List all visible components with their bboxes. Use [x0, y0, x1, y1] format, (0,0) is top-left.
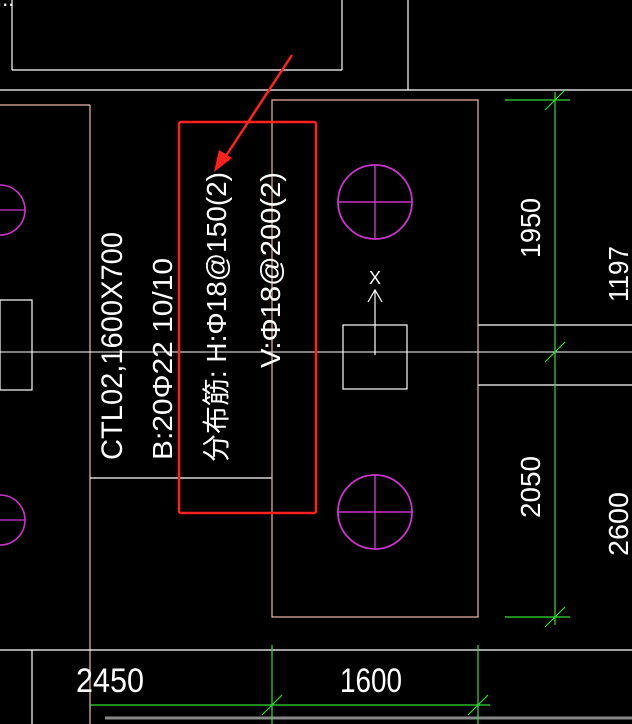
dimension-2450: 2450: [76, 662, 144, 700]
dimension-1197: 1197: [603, 246, 632, 302]
axis-x-label: X: [369, 268, 381, 288]
red-pointer-arrow: [214, 54, 294, 172]
left-column-square: [0, 299, 33, 391]
distribution-bars-h-text: 分布筋: H:Φ18@150(2): [201, 172, 232, 462]
horizontal-dimension-bottom: [90, 645, 490, 724]
vertical-dimension-right: [505, 89, 570, 628]
left-pile-cap: [0, 104, 91, 724]
top-cut-text: ...: [0, 0, 14, 11]
dimension-2050: 2050: [515, 456, 546, 518]
dimension-1950: 1950: [515, 198, 546, 258]
pile-top[interactable]: [337, 164, 413, 240]
main-pile-cap-outline[interactable]: [271, 99, 479, 618]
bottom-bars-text: B:20Φ22 10/10: [147, 258, 178, 460]
dimension-1600: 1600: [340, 662, 402, 700]
pile-bottom[interactable]: [337, 474, 413, 550]
distribution-bars-v-text: V:Φ18@200(2): [255, 172, 286, 368]
top-structure-lines: [0, 0, 632, 91]
axis-direction-marker: [367, 288, 383, 355]
dimension-2600: 2600: [603, 492, 632, 556]
cap-label-text: CTL02,1600X700: [96, 232, 129, 460]
